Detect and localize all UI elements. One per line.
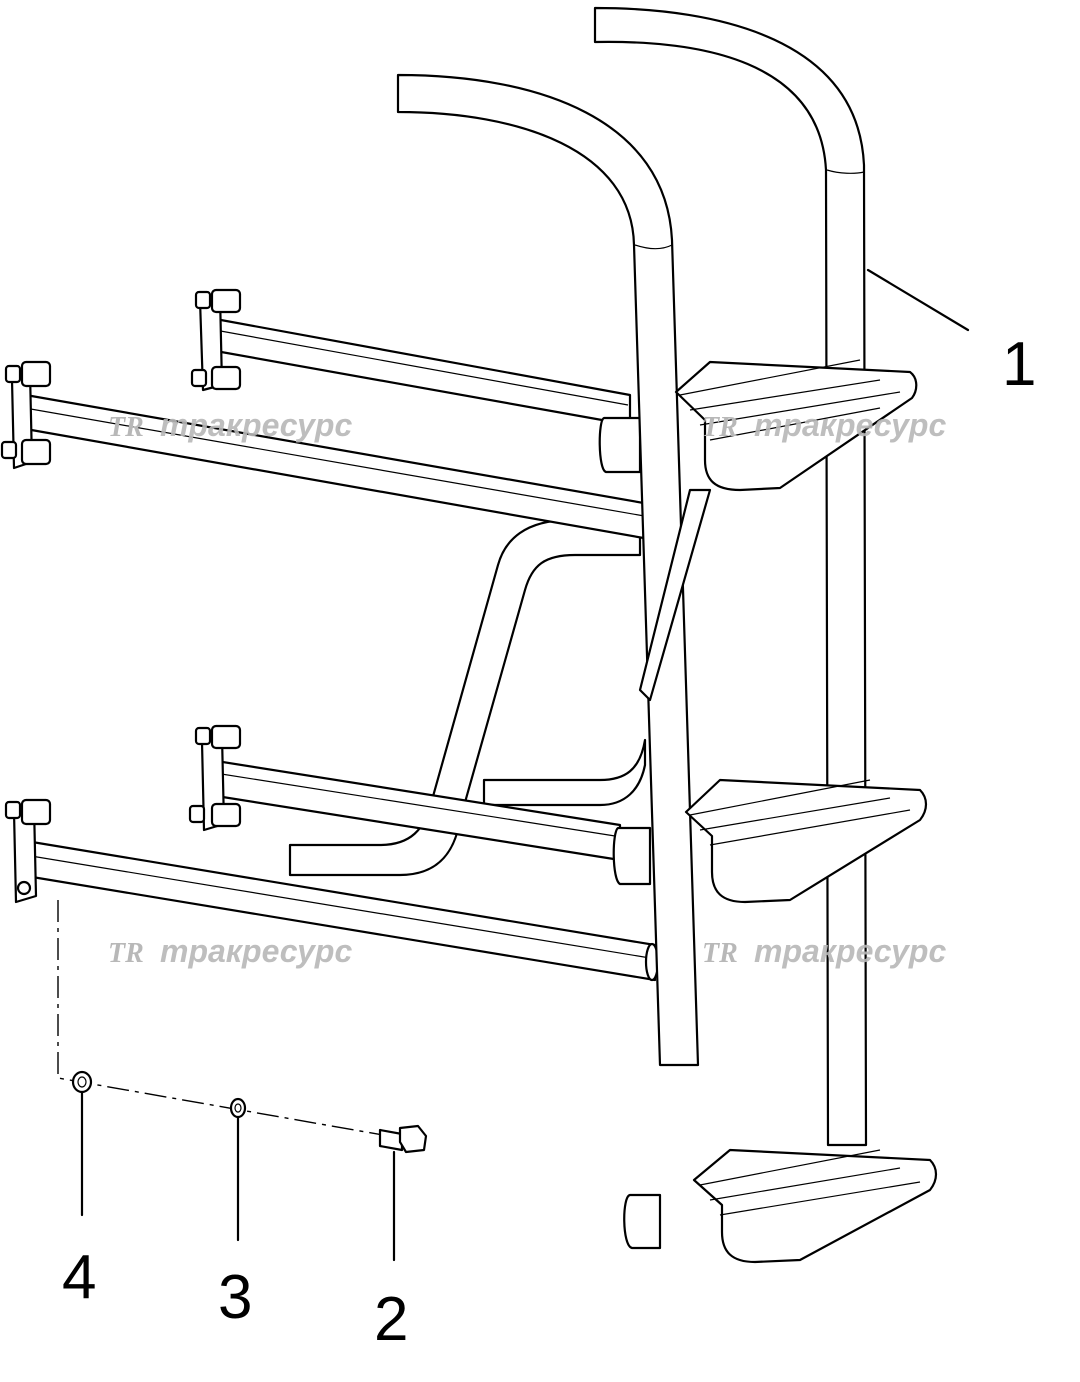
lower-bars <box>18 758 660 982</box>
flange-upper-front <box>0 360 52 470</box>
bolt-part-2 <box>378 1128 404 1152</box>
callout-2: 2 <box>374 1285 408 1354</box>
callout-4: 4 <box>62 1243 96 1312</box>
watermark-text: тракресурс <box>160 407 352 443</box>
flange-lower-back <box>188 724 242 832</box>
fastener-parts <box>57 900 428 1262</box>
step-middle <box>684 778 928 904</box>
step-top <box>674 359 918 492</box>
washer-part-4 <box>71 1070 93 1094</box>
watermark-text: тракресурс <box>754 407 946 443</box>
step-bottom <box>623 1148 938 1264</box>
watermark-logo: TR <box>108 938 144 969</box>
rear-rail <box>593 6 868 1147</box>
watermark-logo: TR <box>108 412 144 443</box>
callout-3: 3 <box>218 1263 252 1332</box>
flange-lower-front <box>4 798 52 904</box>
flange-upper-back <box>190 288 242 392</box>
leader-part-1 <box>866 268 970 332</box>
watermark-top-right: TR тракресурс <box>702 407 946 443</box>
watermark-bottom-right: TR тракресурс <box>702 933 946 969</box>
front-rail <box>396 73 700 1067</box>
watermark-top-left: TR тракресурс <box>108 407 352 443</box>
watermark-logo: TR <box>702 938 738 969</box>
watermark-text: тракресурс <box>754 933 946 969</box>
diagonal-strut <box>638 488 712 702</box>
spring-washer-part-3 <box>229 1097 247 1119</box>
watermark-text: тракресурс <box>160 933 352 969</box>
watermark-bottom-left: TR тракресурс <box>108 933 352 969</box>
callout-1: 1 <box>1002 330 1036 399</box>
watermark-logo: TR <box>702 412 738 443</box>
